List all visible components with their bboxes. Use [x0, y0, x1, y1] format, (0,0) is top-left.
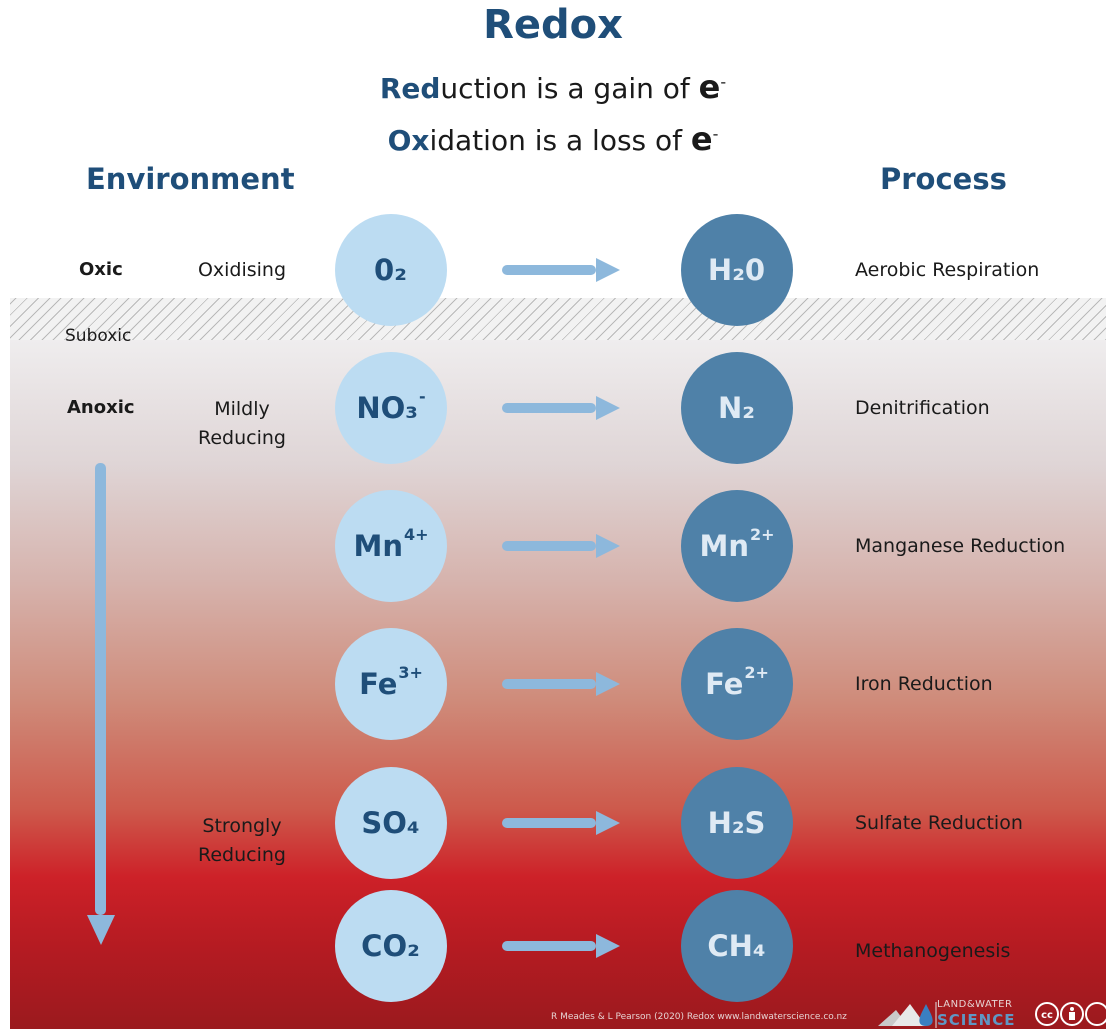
page-title: Redox: [483, 2, 623, 48]
oxidation-key: Ox: [387, 124, 430, 157]
process-label: Sulfate Reduction: [855, 812, 1023, 834]
product-circle: H₂0: [681, 214, 793, 326]
right-arrow-icon: [502, 534, 620, 558]
process-header: Process: [880, 162, 1007, 196]
zone-anoxic: Anoxic: [67, 397, 135, 418]
oxidation-definition: Oxidation is a loss of e-: [0, 120, 1106, 158]
suboxic-hatched-band: [10, 298, 1106, 340]
oxidant-charge: -: [418, 386, 426, 406]
oxidant-formula: 0₂: [374, 253, 407, 287]
product-circle: H₂S: [681, 767, 793, 879]
product-formula: Fe: [705, 667, 744, 701]
electron-symbol: e: [690, 120, 713, 158]
condition-line: Strongly: [202, 815, 282, 837]
product-formula: H₂0: [707, 253, 766, 287]
oxidant-circle: CO₂: [335, 890, 447, 1002]
product-circle: CH₄: [681, 890, 793, 1002]
product-formula: CH₄: [707, 929, 766, 963]
product-formula: Mn: [699, 529, 749, 563]
product-formula: N₂: [718, 391, 755, 425]
condition-oxidising-text: Oxidising: [197, 259, 287, 281]
condition-line: Reducing: [198, 427, 286, 449]
right-arrow-icon: [502, 672, 620, 696]
logo-text-top: LAND&WATER: [937, 999, 1013, 1010]
right-arrow-icon: [502, 811, 620, 835]
oxidant-circle: NO₃-: [335, 352, 447, 464]
condition-strongly-reducing: Strongly Reducing: [172, 812, 312, 870]
condition-mildly-reducing: Mildly Reducing: [172, 395, 312, 453]
condition-line: Reducing: [198, 844, 286, 866]
process-label: Aerobic Respiration: [855, 259, 1040, 281]
electron-charge: -: [712, 124, 719, 144]
oxidant-circle: 0₂: [335, 214, 447, 326]
condition-oxidising: Oxidising: [172, 256, 312, 285]
svg-text:cc: cc: [1041, 1010, 1053, 1021]
oxidant-charge: 3+: [398, 662, 423, 682]
process-label: Denitrification: [855, 397, 990, 419]
logo-text-bottom: SCIENCE: [937, 1011, 1016, 1029]
product-charge: 2+: [749, 524, 775, 544]
electron-charge: -: [720, 72, 727, 92]
product-formula: H₂S: [707, 806, 766, 840]
oxidant-formula: NO₃: [356, 391, 418, 425]
electron-symbol: e: [698, 68, 721, 106]
oxidant-formula: CO₂: [361, 929, 420, 963]
oxidant-charge: 4+: [403, 524, 429, 544]
right-arrow-icon: [502, 396, 620, 420]
right-arrow-icon: [502, 258, 620, 282]
environment-header: Environment: [86, 162, 295, 196]
product-circle: N₂: [681, 352, 793, 464]
reduction-definition: Reduction is a gain of e-: [0, 68, 1106, 106]
reduction-rest: uction is a gain of: [440, 72, 699, 105]
oxidant-formula: Mn: [353, 529, 403, 563]
process-label: Manganese Reduction: [855, 535, 1066, 557]
oxidant-formula: Fe: [359, 667, 398, 701]
down-arrow-icon: [87, 463, 115, 945]
product-charge: 2+: [744, 662, 769, 682]
oxidant-circle: SO₄: [335, 767, 447, 879]
zone-suboxic: Suboxic: [65, 326, 132, 346]
credit-text: R Meades & L Pearson (2020) Redox www.la…: [551, 1012, 847, 1022]
reduction-key: Red: [379, 72, 441, 105]
creative-commons-icon: cc: [1035, 1002, 1106, 1026]
zone-oxic: Oxic: [79, 259, 123, 280]
right-arrow-icon: [502, 934, 620, 958]
oxidation-rest: idation is a loss of: [429, 124, 691, 157]
process-label: Methanogenesis: [855, 940, 1011, 962]
process-label: Iron Reduction: [855, 673, 993, 695]
oxidant-formula: SO₄: [361, 806, 420, 840]
land-water-logo: [878, 1002, 937, 1028]
condition-line: Mildly: [214, 398, 270, 420]
